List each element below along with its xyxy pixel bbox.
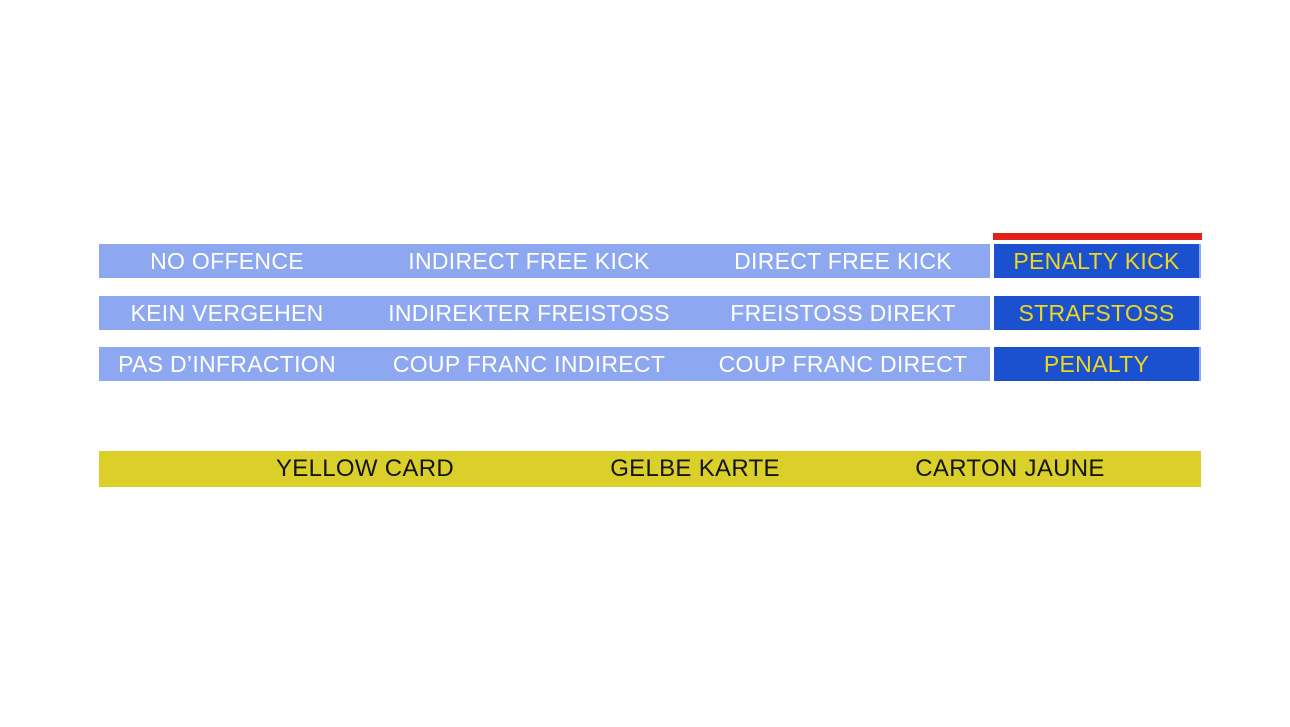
cell-coup-franc-indirect: COUP FRANC INDIRECT	[392, 351, 666, 377]
row-band-german: KEIN VERGEHEN INDIREKTER FREISTOSS FREIS…	[99, 296, 990, 330]
cell-pas-d-infraction: PAS D’INFRACTION	[118, 351, 336, 377]
yellow-card-label-french: CARTON JAUNE	[915, 455, 1105, 482]
cell-indirekter-freistoss: INDIREKTER FREISTOSS	[388, 300, 670, 326]
cell-no-offence: NO OFFENCE	[150, 248, 304, 274]
penalty-kick-label: PENALTY KICK	[1013, 247, 1180, 274]
yellow-card-label-german: GELBE KARTE	[610, 455, 780, 482]
cell-direct-free-kick: DIRECT FREE KICK	[734, 248, 952, 274]
row-german: KEIN VERGEHEN INDIREKTER FREISTOSS FREIS…	[99, 296, 1201, 330]
answer-table: NO OFFENCE INDIRECT FREE KICK DIRECT FRE…	[99, 0, 1202, 727]
yellow-card-label-english: YELLOW CARD	[275, 455, 455, 482]
row-band-french: PAS D’INFRACTION COUP FRANC INDIRECT COU…	[99, 347, 990, 381]
cell-penalty: PENALTY	[994, 347, 1201, 381]
cell-indirect-free-kick: INDIRECT FREE KICK	[408, 248, 650, 274]
yellow-card-bar: YELLOW CARD GELBE KARTE CARTON JAUNE	[99, 451, 1201, 487]
strafstoss-label: STRAFSTOSS	[1018, 299, 1175, 326]
penalty-label: PENALTY	[1043, 350, 1150, 377]
penalty-highlight-bar	[993, 233, 1202, 240]
cell-strafstoss: STRAFSTOSS	[994, 296, 1201, 330]
cell-kein-vergehen: KEIN VERGEHEN	[130, 300, 324, 326]
row-french: PAS D’INFRACTION COUP FRANC INDIRECT COU…	[99, 347, 1201, 381]
cell-coup-franc-direct: COUP FRANC DIRECT	[718, 351, 968, 377]
row-english: NO OFFENCE INDIRECT FREE KICK DIRECT FRE…	[99, 244, 1201, 278]
cell-penalty-kick: PENALTY KICK	[994, 244, 1201, 278]
cell-freistoss-direkt: FREISTOSS DIREKT	[730, 300, 956, 326]
row-band-english: NO OFFENCE INDIRECT FREE KICK DIRECT FRE…	[99, 244, 990, 278]
